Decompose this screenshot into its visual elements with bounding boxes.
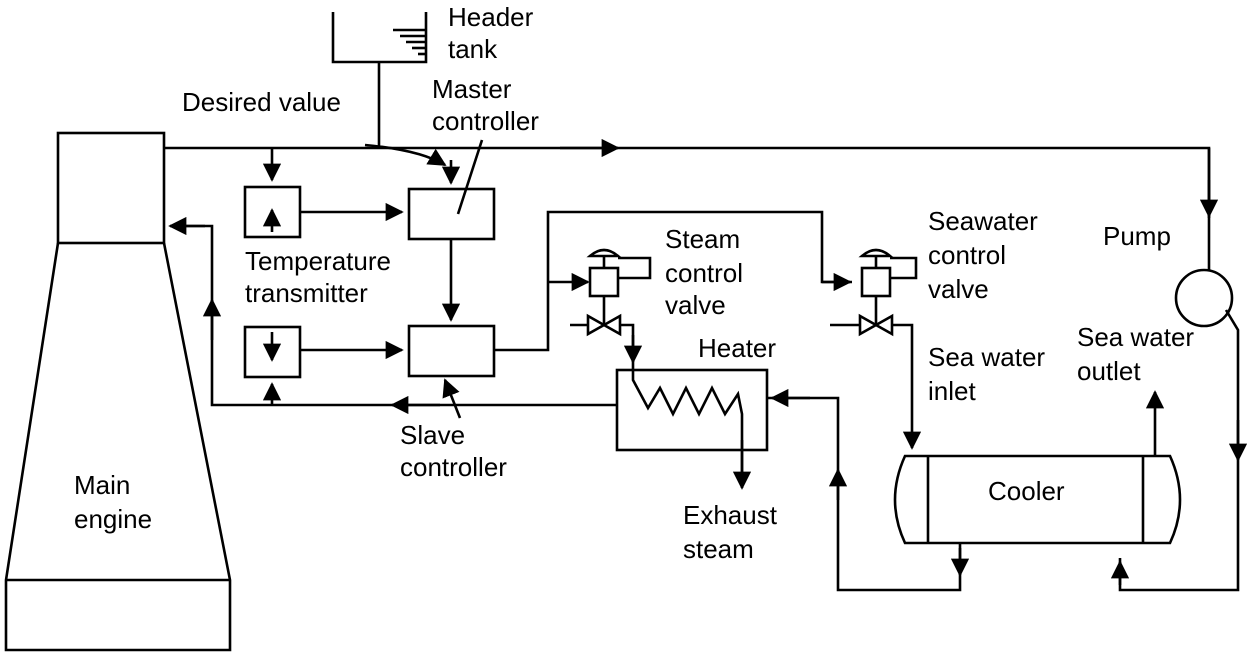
svg-text:transmitter: transmitter bbox=[245, 278, 368, 308]
label-header-tank: Header tank bbox=[448, 2, 534, 64]
label-master-controller: Master controller bbox=[432, 74, 539, 136]
svg-text:inlet: inlet bbox=[928, 376, 976, 406]
label-pump: Pump bbox=[1103, 221, 1171, 251]
label-cooler: Cooler bbox=[988, 476, 1065, 506]
svg-text:Main: Main bbox=[74, 470, 130, 500]
label-temperature-transmitter: Temperature transmitter bbox=[245, 246, 391, 308]
label-sea-water-inlet: Sea water inlet bbox=[928, 342, 1045, 406]
svg-text:Steam: Steam bbox=[665, 224, 740, 254]
seawater-control-valve bbox=[830, 248, 922, 450]
svg-text:Header: Header bbox=[448, 2, 534, 32]
svg-text:valve: valve bbox=[665, 290, 726, 320]
cooler bbox=[893, 454, 1182, 545]
heater bbox=[615, 335, 769, 490]
label-steam-control-valve: Steam control valve bbox=[665, 224, 743, 320]
slave-controller bbox=[407, 210, 852, 419]
svg-text:engine: engine bbox=[74, 504, 152, 534]
svg-text:Sea water: Sea water bbox=[1077, 322, 1194, 352]
svg-text:tank: tank bbox=[448, 34, 498, 64]
svg-text:controller: controller bbox=[400, 452, 507, 482]
svg-text:control: control bbox=[665, 258, 743, 288]
svg-text:Seawater: Seawater bbox=[928, 206, 1038, 236]
label-seawater-control-valve: Seawater control valve bbox=[928, 206, 1038, 304]
svg-text:Sea water: Sea water bbox=[928, 342, 1045, 372]
label-slave-controller: Slave controller bbox=[400, 420, 507, 482]
svg-text:Exhaust: Exhaust bbox=[683, 500, 778, 530]
steam-control-valve bbox=[570, 248, 652, 364]
label-exhaust-steam: Exhaust steam bbox=[683, 500, 778, 564]
label-sea-water-outlet: Sea water outlet bbox=[1077, 322, 1194, 386]
svg-text:Slave: Slave bbox=[400, 420, 465, 450]
pump bbox=[1110, 148, 1248, 592]
svg-text:valve: valve bbox=[928, 274, 989, 304]
svg-text:outlet: outlet bbox=[1077, 356, 1141, 386]
svg-text:Temperature: Temperature bbox=[245, 246, 391, 276]
master-controller bbox=[364, 139, 496, 322]
engine-return-pipe bbox=[168, 216, 617, 415]
header-tank bbox=[331, 12, 428, 148]
svg-text:controller: controller bbox=[432, 106, 539, 136]
cooler-return-pipe bbox=[768, 388, 970, 592]
main-engine bbox=[4, 131, 232, 652]
svg-text:control: control bbox=[928, 240, 1006, 270]
label-desired-value: Desired value bbox=[182, 87, 341, 117]
temperature-transmitter-inlet bbox=[243, 325, 404, 405]
temperature-transmitter-outlet bbox=[243, 148, 404, 239]
svg-text:Master: Master bbox=[432, 74, 512, 104]
svg-text:steam: steam bbox=[683, 534, 754, 564]
engine-outlet-pipe bbox=[164, 138, 1219, 218]
label-main-engine: Main engine bbox=[74, 470, 152, 534]
label-heater: Heater bbox=[698, 333, 776, 363]
